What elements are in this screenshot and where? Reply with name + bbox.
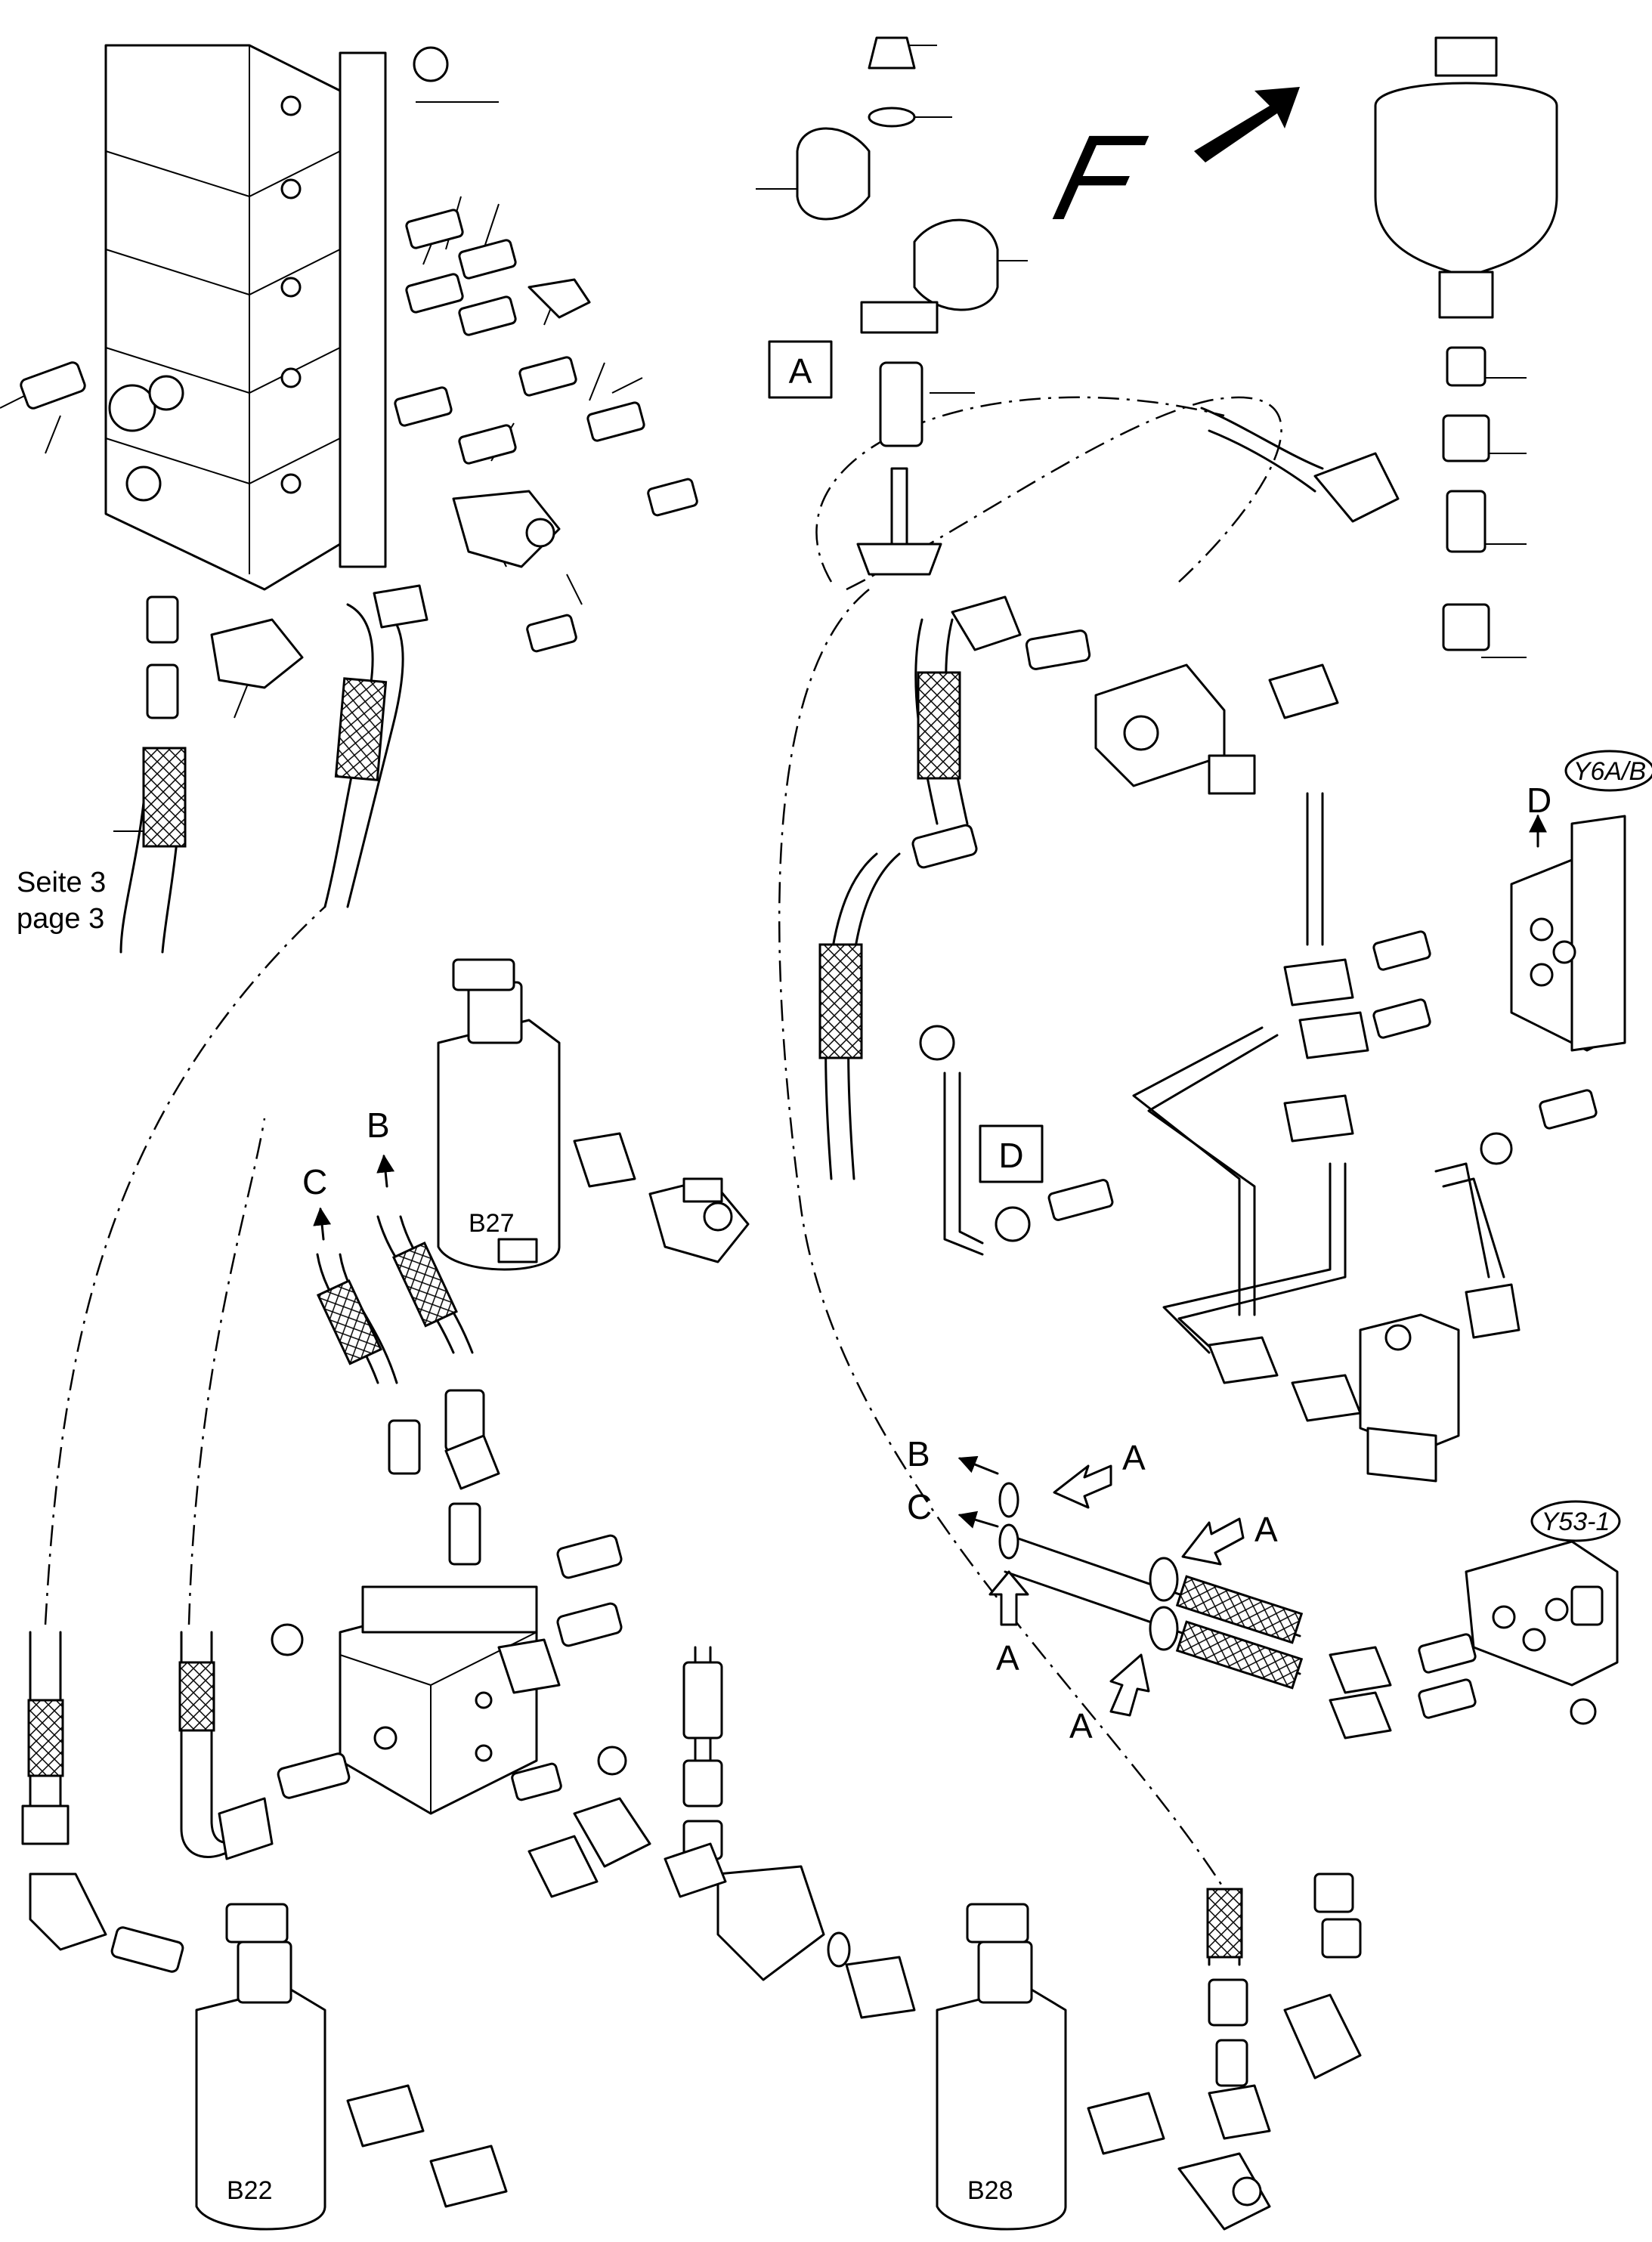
tube-assemblies [919,792,1598,1422]
filter-B27: B27 [437,958,750,1271]
A-label-1: A [1122,1438,1146,1477]
solenoid-valve-lower-right [1359,1313,1460,1483]
detail-box-D: D [979,1124,1044,1183]
C-label-right: C [907,1487,932,1526]
D-label-valve: D [1527,781,1551,820]
filter-B22: B22 [195,1903,508,2231]
A-label-2: A [1254,1510,1278,1549]
filter-B28: B28 [716,1865,1271,2231]
detail-box-A: A [768,340,833,399]
seite-label: Seite 3 [17,867,106,898]
Y6AB-label: Y6A/B [1573,757,1646,786]
B27-label: B27 [469,1209,515,1238]
stack-fittings [20,46,698,719]
flow-direction-F: F [1042,87,1300,245]
A-box-label: A [789,351,812,391]
Y53-label: Y53-1 [1542,1508,1610,1536]
routing-lines [44,396,1282,1890]
solenoid-valve-Y6AB: Y6A/B D [1510,750,1652,1052]
hoses-Y53 [1004,1532,1477,1739]
valve-block-stack [104,44,387,591]
page-label: page 3 [17,903,104,935]
hoses-left [119,584,428,954]
center-valve-block [271,1389,623,1815]
hoses-bottom-left [21,1631,351,1973]
solenoid-valve-Y53-1: Y53-1 [1465,1500,1621,1725]
B28-label: B28 [967,2176,1013,2205]
B-label-left: B [367,1106,390,1145]
A-label-4: A [1069,1706,1093,1746]
center-bottom-fittings [511,1646,727,1898]
D-box-label: D [998,1136,1023,1175]
port-arrows-right: B C A A A A [907,1434,1278,1746]
hoses-bottom-right [1206,1872,1362,2140]
C-label-left: C [302,1162,327,1201]
F-label: F [1042,110,1155,245]
B-label-right: B [907,1434,930,1474]
clamp-assembly-A [796,36,999,576]
port-arrows-left: B C [302,1106,474,1384]
accumulator [1200,36,1558,651]
center-right-assembly [818,595,1339,1180]
A-label-3: A [996,1638,1019,1678]
B22-label: B22 [227,2176,273,2205]
